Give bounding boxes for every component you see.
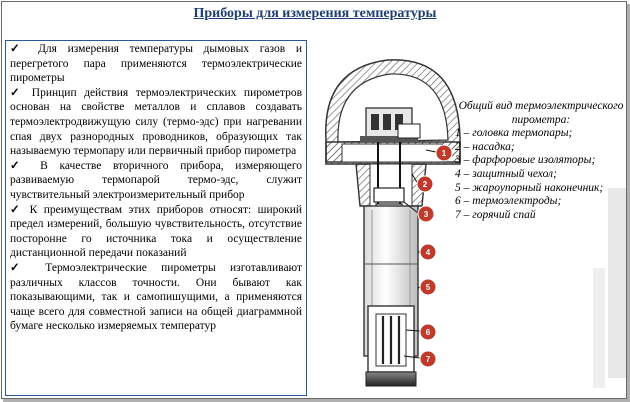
marker-6: 6 [419, 323, 437, 341]
terminal-block [360, 107, 421, 142]
marker-1: 1 [435, 144, 453, 162]
bullet-2: ✓ В качестве вторичного прибора, измеряю… [10, 159, 302, 201]
leader-lines [403, 149, 437, 359]
marker-3: 3 [417, 205, 435, 223]
svg-text:6: 6 [426, 328, 431, 337]
svg-text:3: 3 [424, 210, 429, 219]
caption-item: 7 – горячий спай [455, 208, 536, 221]
caption-item: 3 – фарфоровые изоляторы; [455, 154, 596, 167]
diagram-caption: Общий вид термоэлектрического пирометра:… [455, 100, 627, 222]
svg-text:7: 7 [426, 355, 431, 364]
frame-shadow-bottom [3, 398, 629, 402]
bullet-1: ✓ Принцип действия термоэлектрических пи… [10, 86, 302, 158]
frame-shadow-right [627, 4, 630, 402]
caption-item: 1 – головка термопары; [455, 127, 573, 140]
check-icon: ✓ [10, 261, 32, 274]
check-icon: ✓ [10, 86, 25, 99]
caption-item: 2 – насадка; [455, 140, 515, 153]
bullet-4: ✓ Термоэлектрические пирометры изготавли… [10, 261, 303, 333]
check-icon: ✓ [10, 43, 28, 55]
caption-item: 5 – жароупорный наконечник; [455, 181, 604, 194]
slide-title: Приборы для измерения температуры [193, 6, 437, 21]
marker-7: 7 [419, 350, 437, 368]
svg-text:4: 4 [426, 248, 431, 257]
check-icon: ✓ [10, 203, 24, 216]
bullet-3: ✓ К преимуществам этих приборов относят:… [10, 203, 303, 260]
marker-5: 5 [419, 278, 437, 296]
text-panel: ✓ Для измерения температуры дымовых газо… [5, 40, 307, 396]
svg-text:5: 5 [426, 283, 431, 292]
caption-item: 4 – защитный чехол; [455, 167, 557, 180]
caption-heading: Общий вид термоэлектрического пирометра: [458, 100, 624, 126]
pyrometer-diagram: 1 2 3 4 5 6 7 [325, 59, 626, 388]
marker-2: 2 [416, 175, 434, 193]
background-stripes [593, 188, 626, 388]
heat-resistant-tip [367, 305, 415, 373]
svg-text:2: 2 [423, 180, 428, 189]
caption-item: 6 – термоэлектроды; [455, 195, 562, 208]
svg-text:1: 1 [442, 149, 447, 158]
marker-4: 4 [419, 243, 437, 261]
bullet-0: ✓ Для измерения температуры дымовых газо… [10, 43, 302, 85]
check-icon: ✓ [10, 159, 29, 172]
hot-junction [365, 371, 417, 387]
